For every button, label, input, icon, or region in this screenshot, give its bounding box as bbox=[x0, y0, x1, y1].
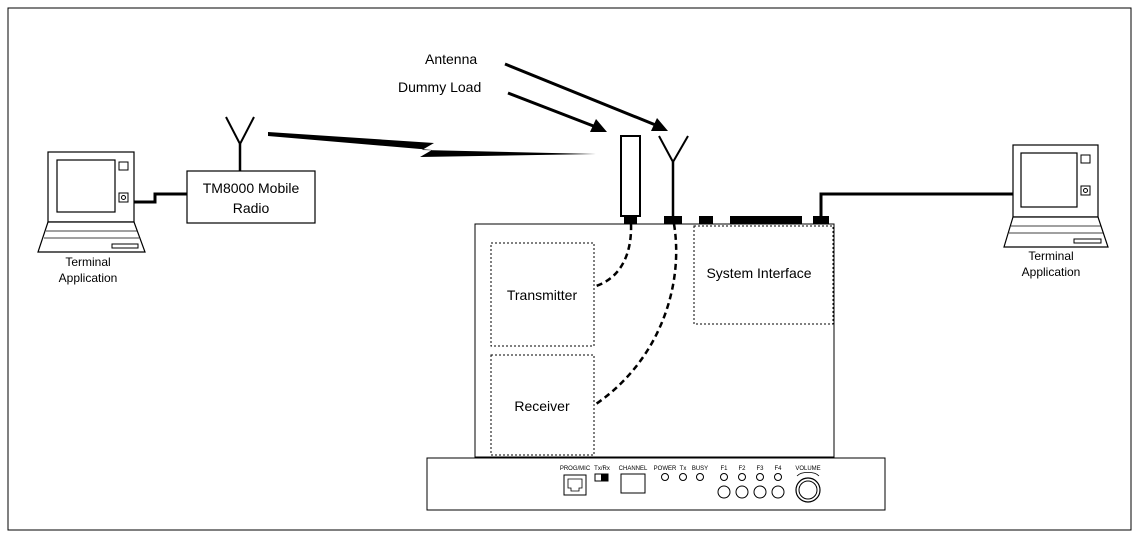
f1-led bbox=[720, 473, 728, 481]
receiver-cable bbox=[595, 223, 678, 406]
prog-mic-port-icon[interactable] bbox=[563, 474, 587, 496]
mobile-radio-label-line1: TM8000 Mobile bbox=[203, 180, 300, 196]
mobile-radio-label-line2: Radio bbox=[233, 200, 270, 216]
busy-label: BUSY bbox=[692, 466, 708, 472]
f1-label: F1 bbox=[720, 466, 728, 472]
system-connector-3 bbox=[813, 216, 829, 224]
base-station-antenna-icon bbox=[658, 135, 689, 216]
antenna-arrow-icon bbox=[504, 62, 668, 131]
receiver-module bbox=[490, 354, 595, 456]
system-connector-2 bbox=[730, 216, 802, 224]
cable-left bbox=[134, 192, 187, 204]
terminal-right-laptop bbox=[1003, 144, 1109, 248]
channel-display bbox=[620, 473, 646, 494]
power-label: POWER bbox=[654, 466, 677, 472]
receiver-label: Receiver bbox=[514, 398, 570, 414]
diagram-frame bbox=[7, 7, 1132, 531]
f3-label: F3 bbox=[756, 466, 764, 472]
system-interface-module bbox=[693, 225, 834, 325]
dummy-load-arrow-icon bbox=[507, 91, 607, 132]
tx-rx-label: Tx/Rx bbox=[594, 466, 610, 472]
terminal-left-label-line2: Application bbox=[59, 271, 118, 285]
dummy-load-connector bbox=[624, 216, 637, 224]
cable-right bbox=[819, 192, 1018, 216]
dummy-load-icon bbox=[620, 135, 641, 217]
f1-button[interactable] bbox=[717, 485, 731, 499]
power-led bbox=[661, 473, 669, 481]
antenna-connector bbox=[664, 216, 682, 224]
terminal-right-label-line1: Terminal bbox=[1028, 249, 1073, 263]
dummy-load-label: Dummy Load bbox=[398, 79, 481, 95]
channel-label: CHANNEL bbox=[619, 466, 648, 472]
f3-button[interactable] bbox=[753, 485, 767, 499]
volume-knob-icon[interactable] bbox=[795, 471, 821, 503]
system-interface-label: System Interface bbox=[706, 265, 811, 281]
f2-label: F2 bbox=[738, 466, 746, 472]
f4-label: F4 bbox=[774, 466, 782, 472]
f4-button[interactable] bbox=[771, 485, 785, 499]
prog-mic-label: PROG/MIC bbox=[560, 466, 591, 472]
transmitter-module bbox=[490, 242, 595, 347]
antenna-label: Antenna bbox=[425, 51, 477, 67]
transmitter-cable bbox=[595, 223, 633, 288]
mobile-radio-box bbox=[186, 170, 316, 224]
tx-led bbox=[679, 473, 687, 481]
terminal-right-label-line2: Application bbox=[1022, 265, 1081, 279]
f2-led bbox=[738, 473, 746, 481]
tx-label: Tx bbox=[680, 466, 687, 472]
busy-led bbox=[696, 473, 704, 481]
mobile-radio-antenna-icon bbox=[225, 116, 255, 171]
terminal-left-label-line1: Terminal bbox=[65, 255, 110, 269]
terminal-left-laptop bbox=[37, 151, 146, 253]
transmitter-label: Transmitter bbox=[507, 287, 578, 303]
radio-link-bolt-icon bbox=[268, 132, 596, 157]
tx-rx-switch-icon[interactable] bbox=[594, 473, 609, 482]
f3-led bbox=[756, 473, 764, 481]
f4-led bbox=[774, 473, 782, 481]
volume-label: VOLUME bbox=[795, 466, 820, 472]
f2-button[interactable] bbox=[735, 485, 749, 499]
system-connector-1 bbox=[699, 216, 713, 224]
